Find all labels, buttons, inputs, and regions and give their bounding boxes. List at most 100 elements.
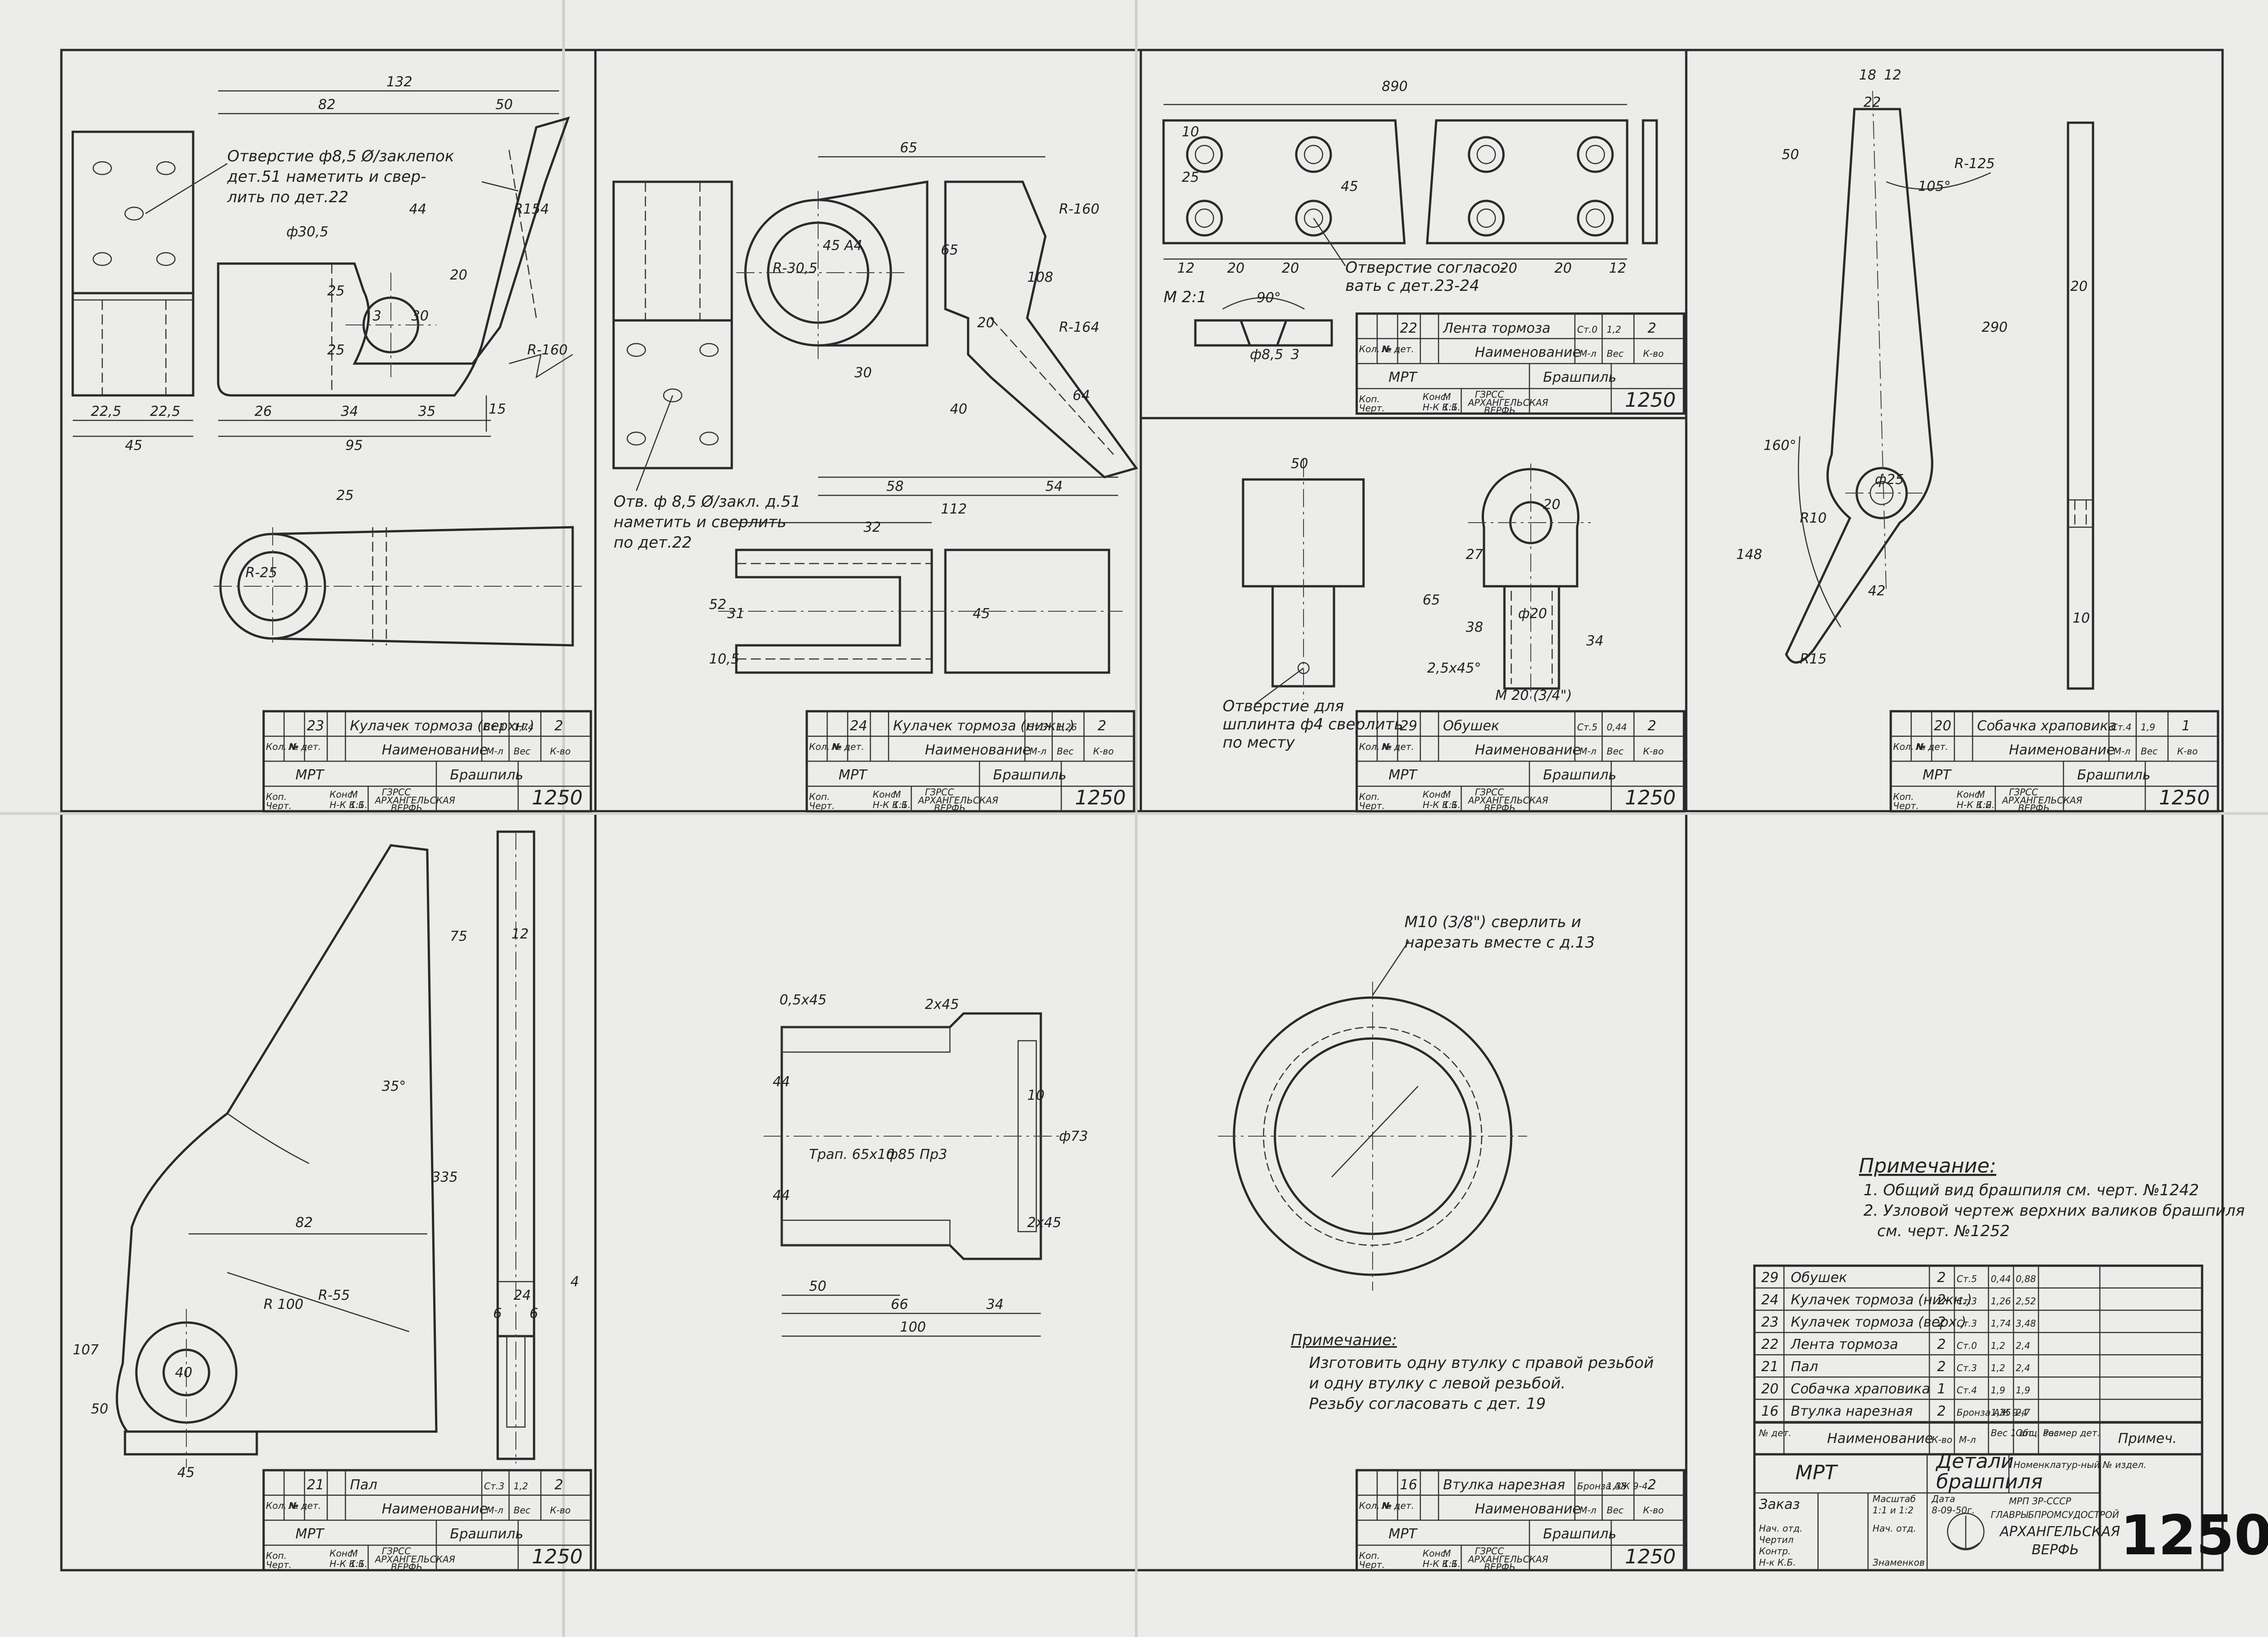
svg-text:10,5: 10,5 <box>709 651 739 667</box>
label-scale: М <box>1443 391 1451 402</box>
part-qty: 2 <box>1648 1477 1656 1493</box>
svg-text:12: 12 <box>1609 260 1626 276</box>
block-product: Брашпиль <box>1543 1526 1616 1542</box>
org-line-1: ГЗРСС <box>2009 787 2038 798</box>
block-product: Брашпиль <box>1543 369 1616 385</box>
label-scale: М <box>1977 789 1985 800</box>
bom-weight-1: 1,35 <box>1991 1407 2011 1418</box>
svg-text:по месту: по месту <box>1223 734 1295 752</box>
svg-text:15: 15 <box>489 401 506 417</box>
svg-text:75: 75 <box>450 928 467 944</box>
bom-name: Втулка нарезная <box>1791 1403 1913 1419</box>
svg-text:дет.51 наметить и свер-: дет.51 наметить и свер- <box>227 168 426 186</box>
label-qty-code: Кол. № <box>1359 344 1392 354</box>
svg-text:и одну втулку с левой резьбой.: и одну втулку с левой резьбой. <box>1309 1374 1566 1392</box>
svg-text:Нач. отд.: Нач. отд. <box>1873 1523 1916 1534</box>
svg-text:Общ. вес: Общ. вес <box>2016 1427 2059 1438</box>
svg-text:30: 30 <box>411 308 429 324</box>
svg-text:2. Узловой чертеж верхних вали: 2. Узловой чертеж верхних валиков брашпи… <box>1863 1202 2245 1220</box>
label-cher: Черт. <box>266 1559 292 1570</box>
block-product: Брашпиль <box>993 767 1066 783</box>
org-line-3: ВЕРФЬ <box>934 803 965 814</box>
bom-det: 21 <box>1761 1359 1778 1375</box>
part-name: Кулачек тормоза (верхн.) <box>350 718 535 734</box>
label-det: № дет. <box>1381 1500 1414 1511</box>
svg-text:Отверстие согласо-: Отверстие согласо- <box>1345 259 1506 277</box>
part-name: Собачка храповика <box>1977 718 2117 734</box>
svg-text:R 100: R 100 <box>264 1297 304 1313</box>
svg-text:Знаменков: Знаменков <box>1873 1557 1925 1568</box>
part-scale: 1:1 <box>893 799 908 810</box>
part-det-number: 24 <box>850 718 867 734</box>
label-det: № дет. <box>1381 344 1414 354</box>
bom-material: Ст.3 <box>1957 1363 1977 1373</box>
label-kvo: К-во <box>550 1505 570 1516</box>
block-product: Брашпиль <box>450 1526 523 1542</box>
org-line-2: АРХАНГЕЛЬСКАЯ <box>1467 1554 1549 1565</box>
drawing-number: 1250 <box>532 786 583 809</box>
drawing-number: 1250 <box>1625 786 1676 809</box>
part-29-hole-note: Отверстие для шплинта ф4 сверлить по мес… <box>1223 667 1403 752</box>
label-material: М-л <box>2113 746 2130 757</box>
part-23-views <box>71 90 582 647</box>
part-weight: 1,74 <box>514 722 534 733</box>
bom-name: Обушек <box>1791 1270 1847 1286</box>
bom-det: 29 <box>1761 1270 1778 1286</box>
svg-text:20: 20 <box>1282 260 1299 276</box>
label-material: М-л <box>1579 746 1596 757</box>
part-29-dimension-labels: 50 20 27 65 38 34 ф20 2,5х45° M 20 (3/4"… <box>1291 456 1604 704</box>
label-qty-code: Кол. № <box>1359 1500 1392 1511</box>
block-product: Брашпиль <box>450 767 523 783</box>
svg-text:Трап. 65х10: Трап. 65х10 <box>809 1147 895 1163</box>
svg-text:R-160: R-160 <box>1059 201 1099 217</box>
svg-text:108: 108 <box>1027 270 1053 285</box>
bom-qty: 1 <box>1937 1381 1946 1397</box>
general-note: Примечание: 1. Общий вид брашпиля см. че… <box>1859 1154 2245 1240</box>
svg-text:ф25: ф25 <box>1875 472 1904 488</box>
svg-text:20: 20 <box>450 267 467 283</box>
svg-text:R154: R154 <box>514 201 549 217</box>
bom-det: 16 <box>1761 1403 1778 1419</box>
svg-text:42: 42 <box>1868 583 1885 599</box>
part-det-number: 29 <box>1400 718 1417 734</box>
label-name: Наименование <box>925 742 1031 758</box>
svg-text:22,5: 22,5 <box>91 404 121 419</box>
bom-material: Ст.0 <box>1957 1340 1977 1351</box>
svg-text:34: 34 <box>341 404 358 419</box>
svg-text:R-125: R-125 <box>1954 156 1995 172</box>
svg-text:10: 10 <box>1182 124 1199 140</box>
svg-text:58: 58 <box>886 479 904 494</box>
drawing-number: 1250 <box>1075 786 1126 809</box>
part-24-hole-note: Отв. ф 8,5 Ø/закл. д.51 наметить и сверл… <box>614 395 801 552</box>
label-cher: Черт. <box>1359 1559 1385 1570</box>
org-line-3: ВЕРФЬ <box>1484 405 1515 416</box>
svg-text:82: 82 <box>318 97 335 113</box>
svg-text:45 А4: 45 А4 <box>823 238 862 254</box>
svg-text:ф20: ф20 <box>1518 606 1547 622</box>
svg-text:R-25: R-25 <box>245 565 277 581</box>
bom-name: Лента тормоза <box>1790 1337 1898 1353</box>
part-det-number: 21 <box>307 1477 324 1493</box>
svg-text:44: 44 <box>773 1074 790 1090</box>
svg-text:Изготовить одну втулку с право: Изготовить одну втулку с правой резьбой <box>1309 1354 1654 1372</box>
bom-qty: 2 <box>1937 1403 1946 1419</box>
label-cher: Черт. <box>1893 800 1919 811</box>
svg-text:45: 45 <box>177 1465 195 1481</box>
part-material: Ст.5 <box>1577 722 1598 733</box>
label-det: № дет. <box>831 741 864 752</box>
svg-text:0,5х45: 0,5х45 <box>779 992 827 1008</box>
label-det: № дет. <box>1381 741 1414 752</box>
part-qty: 2 <box>1648 718 1656 734</box>
bom-qty: 2 <box>1937 1314 1946 1330</box>
part-qty: 2 <box>1098 718 1106 734</box>
label-cher: Черт. <box>266 800 292 811</box>
label-scale: М <box>893 789 901 800</box>
svg-text:38: 38 <box>1466 619 1483 635</box>
bom-det: 23 <box>1761 1314 1778 1330</box>
part-16-thread-note: М10 (3/8") сверлить и нарезать вместе с … <box>1372 913 1595 996</box>
bom-weight-total: 2,4 <box>2016 1363 2030 1373</box>
svg-text:22,5: 22,5 <box>150 404 180 419</box>
drawing-number: 1250 <box>1625 1545 1676 1568</box>
